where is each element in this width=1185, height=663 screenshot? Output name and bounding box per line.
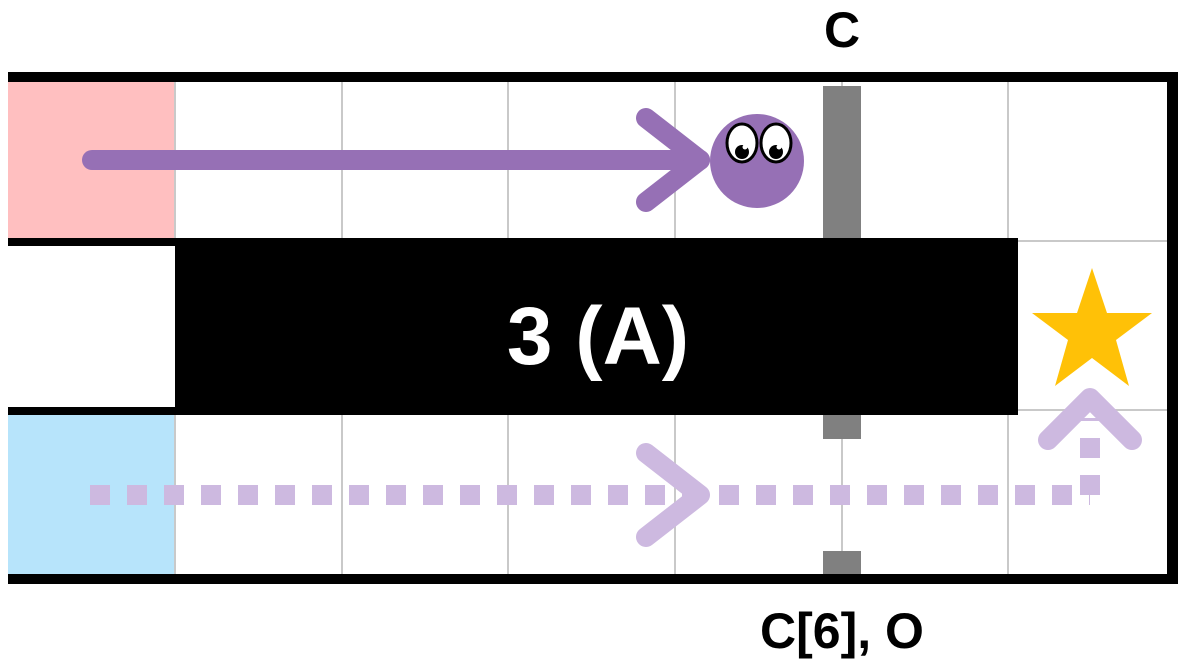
path-bottom-dashed: [90, 388, 1142, 547]
center-block: [175, 238, 1018, 415]
star-icon: [1032, 268, 1152, 386]
door-bottom-lower: [823, 551, 861, 574]
door-top: [823, 86, 861, 238]
bottom-door-label: C[6], O: [760, 603, 924, 659]
center-label: 3 (A): [507, 291, 689, 382]
top-door-label: C: [824, 2, 860, 58]
maze-walls: [8, 72, 1178, 584]
path-top-arrow: [82, 108, 710, 212]
purple-blob-character-icon: [710, 114, 804, 208]
door-bottom-upper: [823, 415, 861, 439]
